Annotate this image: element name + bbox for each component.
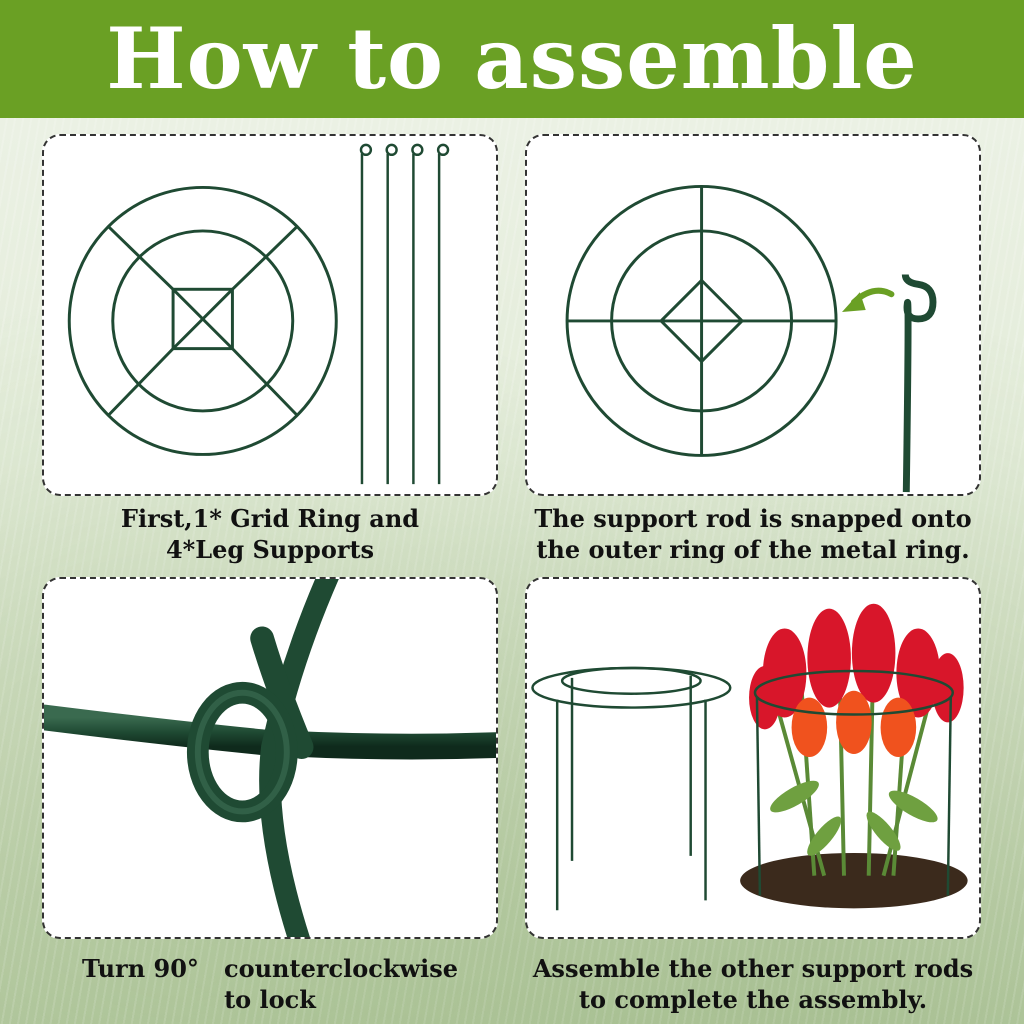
- title-banner: How to assemble: [0, 0, 1024, 118]
- flower-plant-icon: [740, 603, 968, 909]
- page-title: How to assemble: [106, 9, 918, 108]
- grid-ring-icon: [67, 143, 450, 485]
- step-1-caption: First,1* Grid Ring and 4*Leg Supports: [120, 504, 420, 564]
- leg-support-icon: [359, 143, 450, 485]
- step-3-panel: [42, 577, 498, 939]
- leg-support-icon: [901, 274, 937, 493]
- step-2-caption: The support rod is snapped onto the oute…: [534, 504, 972, 564]
- arrow-icon: [842, 287, 895, 313]
- step-4-panel: [525, 577, 981, 939]
- lock-joint-icon: [44, 579, 496, 937]
- step-2-panel: [525, 134, 981, 496]
- step-4-caption: Assemble the other support rods to compl…: [532, 954, 974, 1014]
- grid-ring-icon: [565, 184, 937, 493]
- step-1-panel: [42, 134, 498, 496]
- assembled-frame-icon: [531, 666, 732, 911]
- step-3-caption: Turn 90° counterclockwise to lock: [81, 954, 459, 1014]
